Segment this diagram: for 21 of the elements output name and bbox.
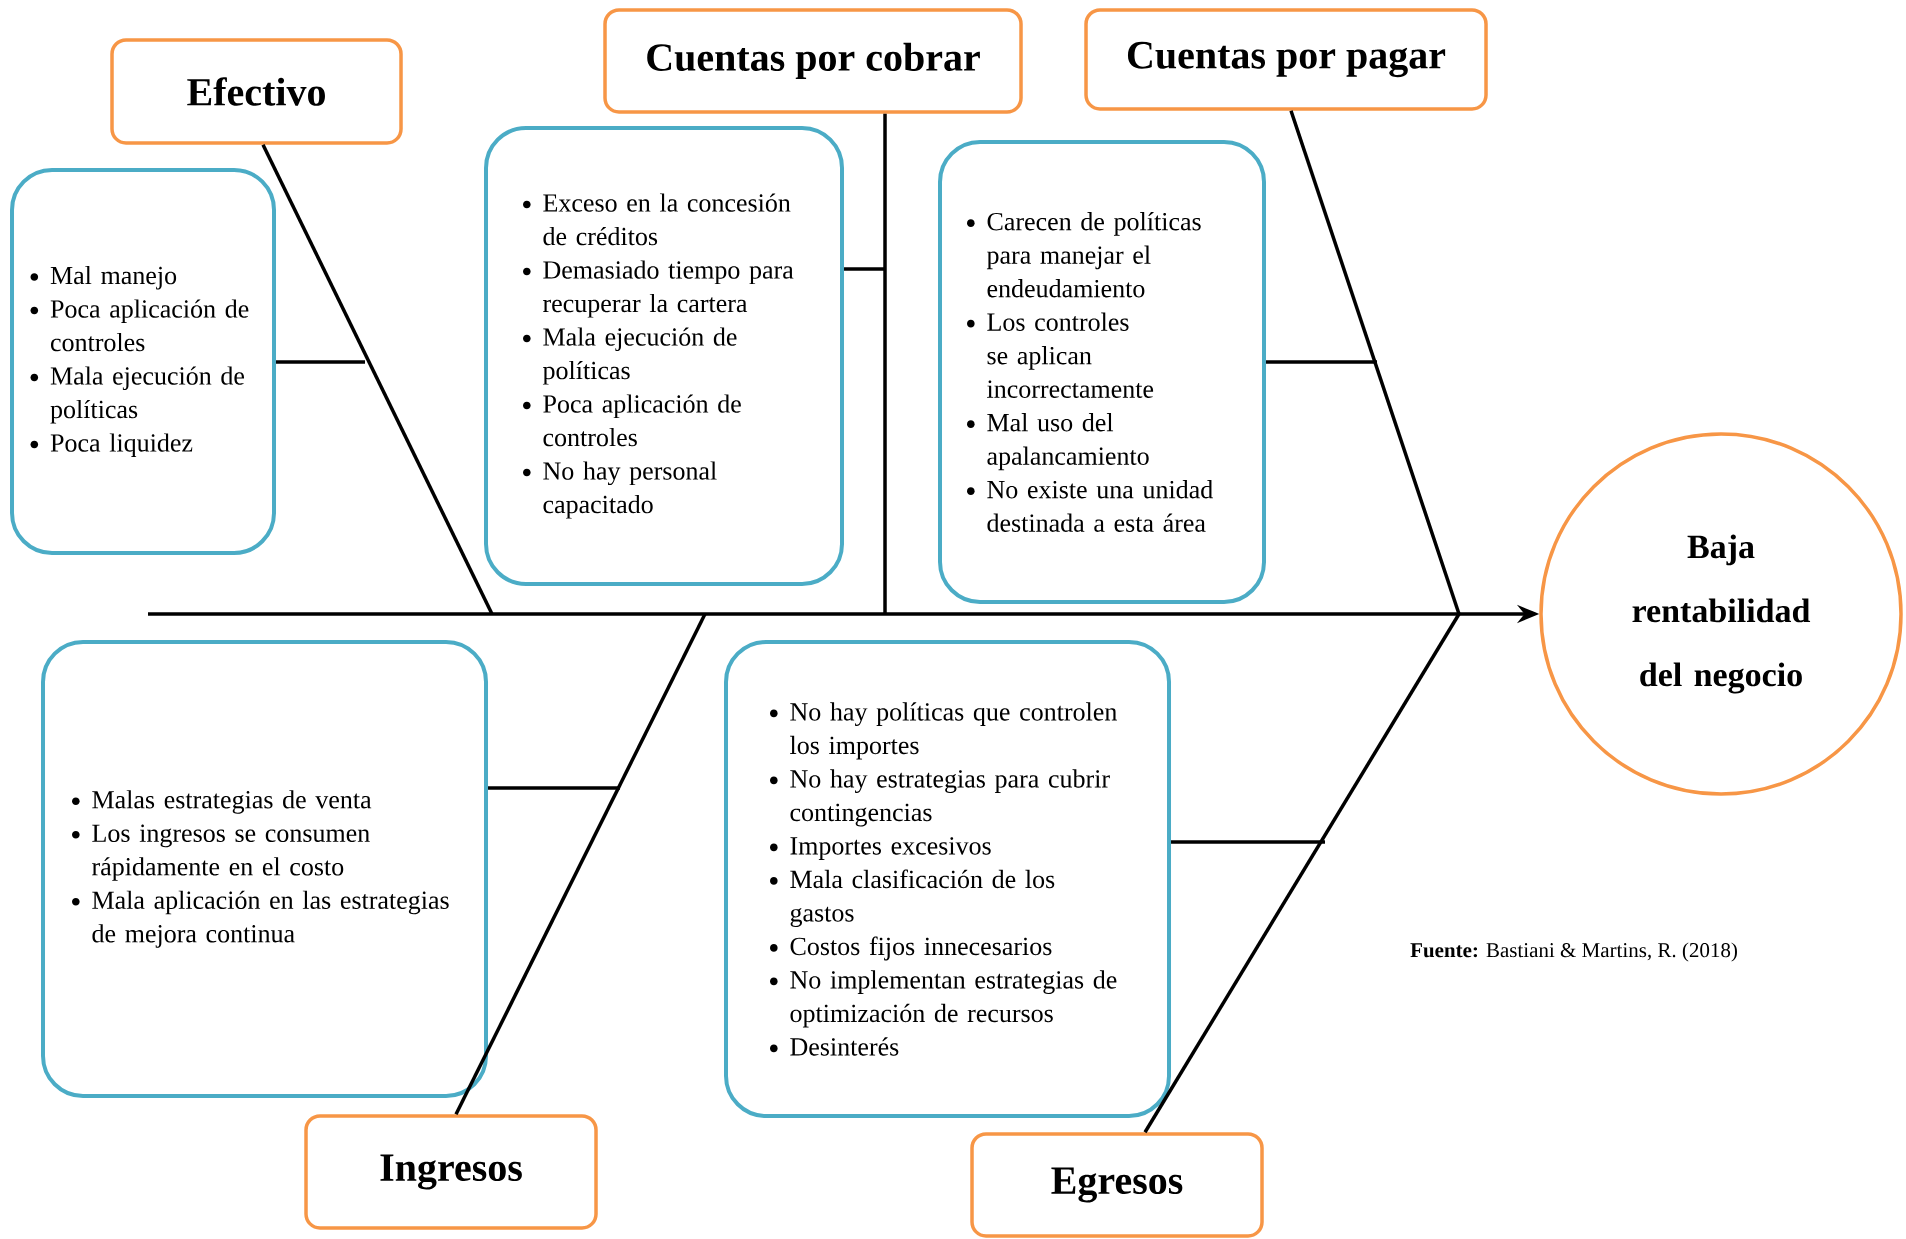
branch-line	[1171, 840, 1325, 844]
bone-line	[1143, 613, 1461, 1134]
category-box: Cuentas por pagar	[1084, 8, 1488, 111]
cause-list-box: Exceso en la concesión de créditos Demasiado tiempo para recuperar la cartera Mala ejecución de políticas Poca aplicación de controles No hay personal capacitado	[484, 126, 844, 586]
category-box: Egresos	[970, 1132, 1264, 1238]
bone-line	[261, 143, 494, 615]
branch-line	[488, 786, 620, 790]
cause-list-box: Carecen de políticas para manejar el endeudamiento Los controles se aplican incorrectamente Mal uso del apalancamiento No existe una unidad destinada a esta área	[938, 140, 1266, 604]
cause-list-box: Mal manejo Poca aplicación de controles Mala ejecución de políticas Poca liquidez	[10, 168, 276, 555]
branch-line	[1266, 360, 1377, 364]
category-box: Ingresos	[304, 1114, 598, 1230]
bone-line	[883, 113, 887, 614]
source-note: Fuente: Bastiani & Martins, R. (2018)	[1410, 942, 1737, 962]
cause-list-box: Malas estrategias de venta Los ingresos se consumen rápidamente en el costo Mala aplicación en las estrategias de mejora continua	[41, 640, 488, 1098]
bone-line	[454, 613, 707, 1115]
category-box: Cuentas por cobrar	[603, 8, 1023, 114]
branch-line	[844, 267, 885, 271]
bone-line	[1289, 110, 1461, 615]
category-box: Efectivo	[110, 38, 403, 145]
cause-list-box: No hay políticas que controlen los importes No hay estrategias para cubrir contingencias Importes excesivos Mala clasificación de los gastos Costos fijos innecesarios No implementan estrategias de optimización de recursos Desinterés	[724, 640, 1171, 1118]
branch-line	[276, 360, 365, 364]
